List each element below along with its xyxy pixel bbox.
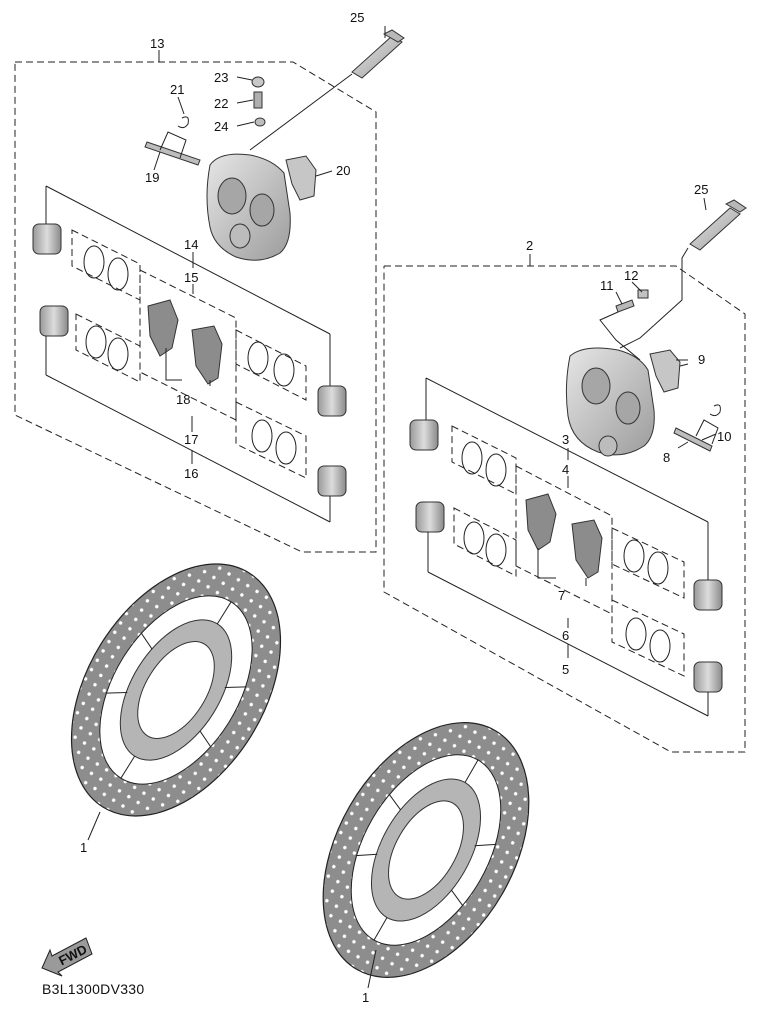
callout-1-left: 1 (80, 840, 87, 855)
callout-1-right: 1 (362, 990, 369, 1005)
right-caliper-assembly-frame (383, 265, 746, 753)
brake-disc-right (322, 722, 530, 978)
callout-2: 2 (526, 238, 533, 253)
callout-25-right: 25 (694, 182, 708, 197)
left-caliper-body (206, 153, 291, 261)
callout-20: 20 (336, 163, 350, 178)
callout-16: 16 (184, 466, 198, 481)
callout-17: 17 (184, 432, 198, 447)
callout-19: 19 (145, 170, 159, 185)
left-pistons-lower (39, 305, 347, 523)
left-seal-kit-14 (71, 229, 141, 301)
callout-23: 23 (214, 70, 228, 85)
left-pistons-upper (32, 185, 347, 417)
leader-lines (87, 26, 717, 989)
callout-3: 3 (562, 432, 569, 447)
callout-22: 22 (214, 96, 228, 111)
callout-13: 13 (150, 36, 164, 51)
pad-pin-right (673, 404, 721, 452)
right-brake-pads (525, 493, 603, 579)
right-seal-kit-6 (611, 599, 685, 677)
callout-18: 18 (176, 392, 190, 407)
bleeder-screw-set-left (251, 76, 266, 127)
right-seal-kit-4 (515, 465, 685, 615)
caliper-bolt-left (249, 29, 405, 151)
callout-24: 24 (214, 119, 228, 134)
callout-9: 9 (698, 352, 705, 367)
left-seal-kit-16 (75, 313, 141, 383)
callout-labels: 13 25 23 22 24 21 19 20 14 15 18 17 16 2… (80, 10, 731, 1005)
pad-spring-right (649, 349, 689, 393)
brake-disc-left (70, 563, 282, 817)
callout-11: 11 (600, 278, 614, 293)
callout-12: 12 (624, 268, 638, 283)
left-caliper-assembly-frame (14, 61, 377, 553)
callout-8: 8 (663, 450, 670, 465)
right-seal-kit-3 (451, 425, 517, 495)
callout-6: 6 (562, 628, 569, 643)
pad-pin-left (144, 116, 201, 166)
right-pistons-upper (409, 377, 723, 611)
callout-10: 10 (717, 429, 731, 444)
left-brake-pads (147, 299, 223, 385)
right-seal-kit-5 (453, 507, 517, 577)
left-seal-kit-17 (235, 401, 307, 479)
bleeder-screw-set-right (599, 289, 649, 361)
right-caliper-body (565, 347, 655, 457)
caliper-bolt-right (619, 199, 747, 349)
callout-15: 15 (184, 270, 198, 285)
right-pistons-lower (415, 501, 723, 717)
callout-14: 14 (184, 237, 198, 252)
pad-spring-left (285, 155, 333, 201)
forward-arrow-icon: FWD (41, 937, 93, 977)
callout-7: 7 (558, 588, 565, 603)
callout-4: 4 (562, 462, 569, 477)
callout-21: 21 (170, 82, 184, 97)
callout-5: 5 (562, 662, 569, 677)
diagram-code: B3L1300DV330 (42, 981, 144, 997)
callout-25-left: 25 (350, 10, 364, 25)
